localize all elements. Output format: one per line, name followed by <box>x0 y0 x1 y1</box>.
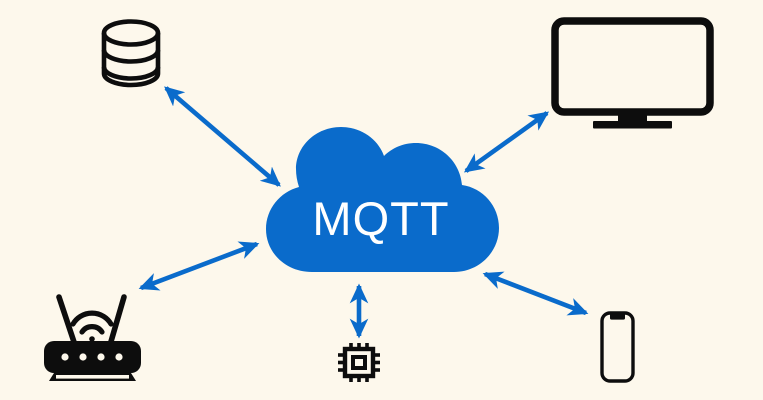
connector-broker-monitor <box>463 111 550 173</box>
router-led-2 <box>79 353 87 361</box>
monitor-icon[interactable] <box>551 17 714 129</box>
connection-layer <box>138 86 589 339</box>
database-icon[interactable] <box>101 19 161 88</box>
connector-broker-database <box>164 86 281 187</box>
microchip-core <box>351 355 367 370</box>
router-body <box>44 341 141 373</box>
router-wifi-arc-inner <box>79 324 105 335</box>
router-led-3 <box>97 353 105 361</box>
cloud-shape <box>266 127 499 272</box>
connector-broker-router <box>138 241 260 291</box>
database-band-3 <box>101 67 161 88</box>
monitor-neck <box>618 112 647 123</box>
router-antenna-left <box>56 294 78 348</box>
router-foot-slot <box>56 375 129 379</box>
router-wifi-arc-outer <box>70 310 114 327</box>
cloud-label-mqtt: MQTT <box>312 192 449 245</box>
router-antenna-right <box>107 294 127 348</box>
smartphone-body <box>600 311 635 383</box>
mqtt-broker-cloud[interactable]: MQTT <box>266 127 499 272</box>
router-led-4 <box>115 353 123 361</box>
smartphone-icon[interactable] <box>600 311 635 383</box>
router-led-1 <box>61 353 69 361</box>
smartphone-notch <box>610 313 625 320</box>
router-wifi-dot <box>89 336 95 342</box>
microchip-icon[interactable] <box>338 343 380 382</box>
monitor-base <box>593 121 672 129</box>
connector-broker-smartphone <box>482 271 589 316</box>
wifi-router-icon[interactable] <box>44 294 141 381</box>
